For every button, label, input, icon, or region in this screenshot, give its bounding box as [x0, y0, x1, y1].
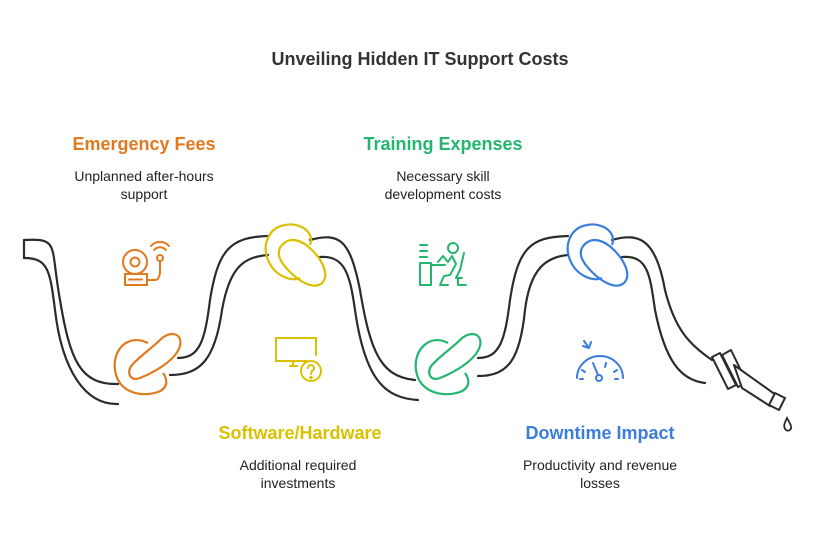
- training-expenses-description: Necessary skill development costs: [343, 167, 543, 203]
- emergency-fees-description: Unplanned after-hours support: [44, 167, 244, 203]
- water-drop-icon: [783, 415, 793, 432]
- training-expenses-description-line1: Necessary skill: [396, 168, 490, 184]
- downtime-impact-description-line1: Productivity and revenue: [522, 457, 678, 473]
- monitor-question-icon: [275, 337, 322, 382]
- person-at-desk-icon: [419, 242, 467, 286]
- training-expenses-heading: Training Expenses: [363, 134, 523, 154]
- downtime-impact-heading: Downtime Impact: [525, 423, 675, 443]
- emergency-fees-description-line2: support: [120, 186, 168, 202]
- alarm-bell-icon: [122, 240, 170, 286]
- downtime-impact-description-line2: losses: [580, 475, 620, 491]
- software-knot: [264, 223, 327, 287]
- emergency-knot: [113, 332, 182, 396]
- training-knot: [414, 332, 482, 396]
- downtime-impact-description: Productivity and revenue losses: [490, 456, 710, 492]
- emergency-fees-description-line1: Unplanned after-hours: [74, 168, 214, 184]
- software-hardware-description: Additional required investments: [198, 456, 398, 492]
- speedometer-down-icon: [576, 340, 624, 382]
- software-hardware-description-line1: Additional required: [239, 457, 357, 473]
- downtime-knot: [566, 223, 629, 287]
- hose-nozzle-icon: [711, 349, 786, 411]
- training-expenses-description-line2: development costs: [384, 186, 502, 202]
- software-hardware-heading: Software/Hardware: [218, 423, 382, 443]
- software-hardware-description-line2: investments: [260, 475, 336, 491]
- emergency-fees-heading: Emergency Fees: [72, 134, 216, 154]
- hose: [22, 234, 714, 406]
- page-title: Unveiling Hidden IT Support Costs: [271, 49, 569, 69]
